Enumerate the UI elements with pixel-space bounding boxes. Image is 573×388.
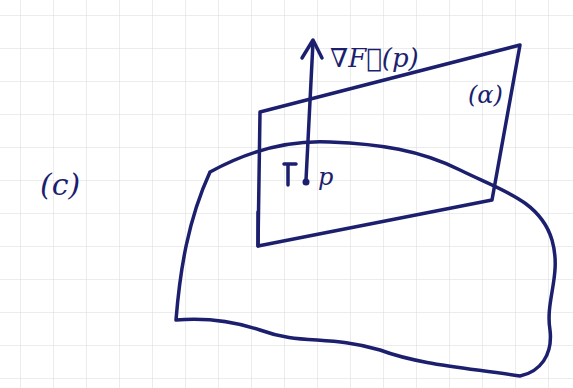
surface-outline bbox=[176, 142, 555, 376]
surface-front-edge bbox=[256, 212, 260, 246]
tangent-plane bbox=[258, 45, 520, 246]
gradient-arrow-shaft bbox=[306, 42, 313, 180]
gradient-arrow-head bbox=[302, 40, 322, 58]
sketch-label: ∇F⃗(p) bbox=[330, 44, 419, 73]
point-dot bbox=[303, 179, 310, 186]
point-tick bbox=[284, 164, 296, 185]
sketch-label: p bbox=[318, 164, 333, 190]
sketch-label: (c) bbox=[40, 168, 80, 201]
sketch-label: (α) bbox=[468, 82, 503, 108]
